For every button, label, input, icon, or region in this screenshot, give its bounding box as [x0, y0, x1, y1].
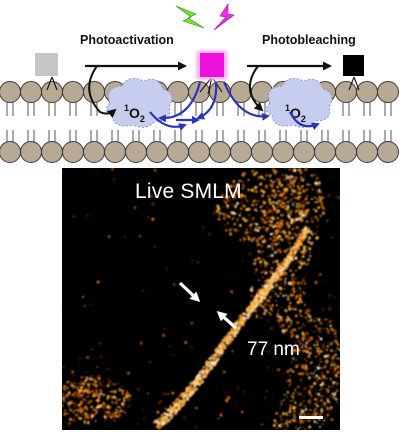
lipid-head: [83, 81, 105, 103]
lipid-head: [20, 81, 42, 103]
lipid-tail: [237, 98, 245, 144]
photoactivation-label: Photoactivation: [80, 33, 174, 47]
pointer-arrow-lower: [216, 311, 238, 330]
feature-width-label: 77 nm: [247, 339, 300, 360]
lipid-head: [356, 141, 378, 163]
ros-subscript: 2: [140, 114, 145, 124]
lipid-tails: [6, 98, 392, 144]
photobleaching-label: Photobleaching: [262, 33, 356, 47]
smlm-image: Live SMLM 77 nm: [62, 168, 340, 430]
ros-subscript: 2: [301, 114, 306, 124]
smlm-title: Live SMLM: [135, 180, 242, 203]
scale-bar: [299, 416, 323, 419]
lipid-head: [314, 141, 336, 163]
probe-inactive-square: [35, 53, 58, 76]
lipid-tail: [48, 98, 56, 144]
lipid-head: [230, 141, 252, 163]
lipid-head: [62, 81, 84, 103]
lipid-tail: [69, 98, 77, 144]
lipid-head: [83, 141, 105, 163]
ros-formula: O: [129, 105, 140, 121]
svg-text:1O2: 1O2: [285, 103, 306, 124]
lipid-head: [41, 141, 63, 163]
energy-transfer-arrows: [149, 81, 320, 131]
lipid-head: [209, 81, 231, 103]
lipid-tail: [216, 98, 224, 144]
lipid-tail: [384, 98, 392, 144]
lipid-tail: [258, 98, 266, 144]
bleaching-curve-arrow: [249, 65, 264, 112]
lipid-head: [188, 141, 210, 163]
lipid-head: [104, 141, 126, 163]
lipid-head: [41, 81, 63, 103]
lipid-head: [125, 141, 147, 163]
lipid-head: [62, 141, 84, 163]
lipid-head: [272, 141, 294, 163]
lipid-head: [167, 141, 189, 163]
activation-curve-arrow: [88, 65, 117, 118]
lipid-head: [251, 141, 273, 163]
probe-bleached-square: [343, 55, 364, 76]
lipid-tail: [342, 98, 350, 144]
lipid-head: [335, 141, 357, 163]
lightning-magenta-icon: [213, 3, 235, 31]
lipid-heads-inner-leaflet: [0, 141, 399, 163]
singlet-oxygen-cloud-left: 1O2: [106, 77, 173, 128]
lipid-head: [146, 141, 168, 163]
membrane-scheme: 1O2 1O2 Photoactivation Photobleaching: [0, 3, 399, 163]
lipid-head: [335, 81, 357, 103]
lipid-tail: [363, 98, 371, 144]
ros-superscript: 1: [285, 103, 290, 113]
lightning-green-icon: [175, 5, 205, 29]
lipid-tail: [27, 98, 35, 144]
smlm-density-map: [62, 168, 340, 430]
lipid-tail: [174, 98, 182, 144]
lipid-head: [20, 141, 42, 163]
ros-superscript: 1: [124, 103, 129, 113]
ros-formula: O: [290, 105, 301, 121]
lipid-head: [0, 81, 21, 103]
singlet-oxygen-cloud-right: 1O2: [266, 77, 333, 128]
lipid-head: [377, 81, 399, 103]
lipid-head: [0, 141, 21, 163]
pointer-arrow-upper: [178, 281, 201, 303]
svg-text:1O2: 1O2: [124, 103, 145, 124]
lipid-head: [377, 141, 399, 163]
lipid-tail: [6, 98, 14, 144]
lipid-head: [356, 81, 378, 103]
lipid-tail: [195, 98, 203, 144]
lipid-head: [209, 141, 231, 163]
probe-active-square: [200, 53, 224, 77]
lipid-head: [293, 141, 315, 163]
